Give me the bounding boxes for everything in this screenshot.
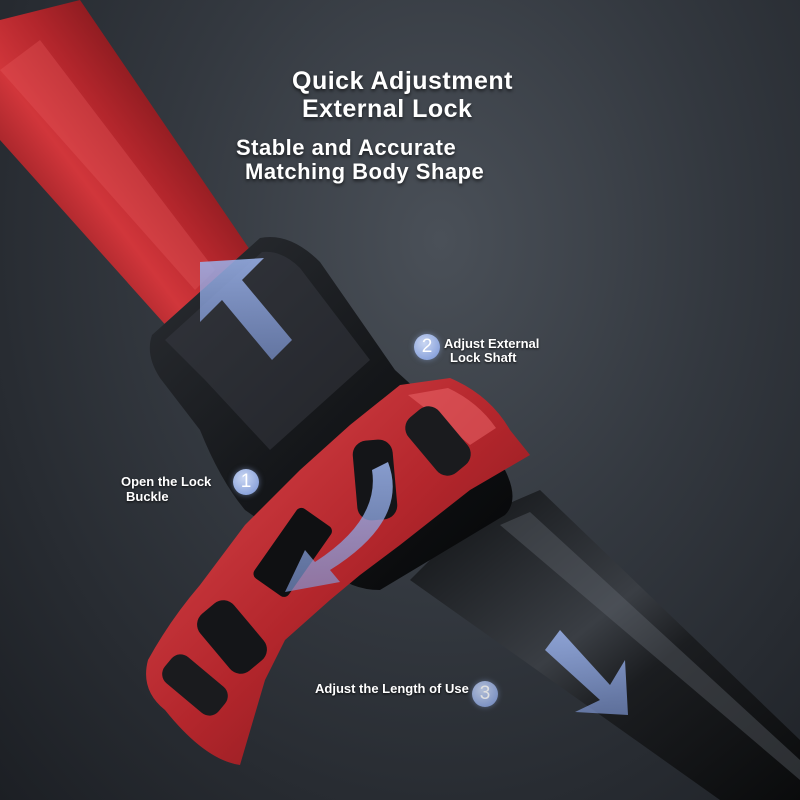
step-1-label-line-1: Open the Lock bbox=[121, 474, 212, 489]
step-2-label-line-2: Lock Shaft bbox=[450, 350, 517, 365]
step-3-label: Adjust the Length of Use bbox=[315, 681, 469, 696]
headline-line-1: Quick Adjustment bbox=[292, 67, 513, 95]
red-upper-tube bbox=[0, 0, 250, 330]
down-arrow-icon bbox=[545, 630, 628, 715]
step-2-badge: 2 bbox=[414, 334, 440, 360]
headline-line-3: Stable and Accurate bbox=[236, 135, 457, 160]
up-arrow-icon bbox=[200, 258, 292, 360]
step-2-label-line-1: Adjust External bbox=[444, 336, 540, 351]
curved-arrow-icon bbox=[285, 462, 393, 592]
headline-line-2: External Lock bbox=[302, 95, 473, 123]
step-1-label-line-2: Buckle bbox=[126, 489, 169, 504]
black-lower-shaft bbox=[410, 490, 800, 800]
step-1-badge: 1 bbox=[233, 469, 259, 495]
step-3-badge: 3 bbox=[472, 681, 498, 707]
headline-line-4: Matching Body Shape bbox=[245, 159, 485, 184]
